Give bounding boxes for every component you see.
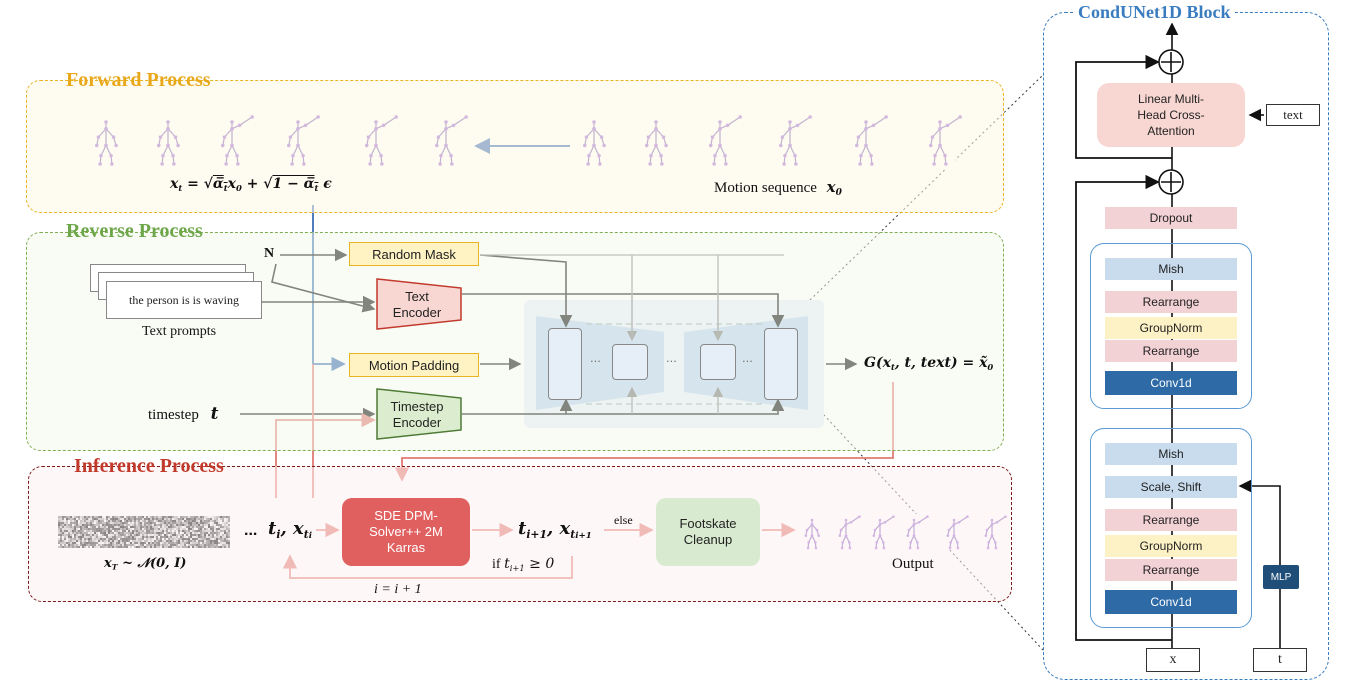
block2-rearrange-2: Rearrange [1105,559,1237,581]
loop-condition: if ti+1 ≥ 0 [492,556,555,573]
block2-rearrange-1: Rearrange [1105,509,1237,531]
unet-input-block [548,328,582,400]
unet-up-block [700,344,736,380]
motion-padding-box: Motion Padding [349,353,479,377]
block1-rearrange-1: Rearrange [1105,291,1237,313]
text-encoder-label: Text Encoder [392,289,442,320]
forward-formula: xt = √α̅tx0 + √1 − α̅t ϵ [170,176,332,193]
motion-sequence-label: Motion sequence x0 [714,178,842,199]
unet-output-block [764,328,798,400]
timestep-encoder-shape [376,388,462,440]
timestep-label: timestep t [148,404,219,424]
text-input-box: text [1266,104,1320,126]
mlp-box: MLP [1263,565,1299,589]
reverse-output-formula: G(xt, t, text) = x̃0 [864,355,994,372]
t-input-box: t [1253,648,1307,672]
output-label: Output [892,556,934,572]
condunet-title: CondUNet1D Block [1074,1,1235,23]
block2-mish: Mish [1105,443,1237,465]
text-prompts-caption: Text prompts [142,324,217,339]
conv-block-2 [1090,428,1252,628]
text-encoder-shape [376,278,462,330]
inference-process-title: Inference Process [74,455,224,477]
text-prompt-card: the person is is waving [106,281,262,319]
n-label: N [264,246,275,261]
unet-ellipsis-2: ... [666,350,677,365]
unet-ellipsis-3: ... [742,350,753,365]
block1-mish: Mish [1105,258,1237,280]
block1-conv1d: Conv1d [1105,371,1237,395]
unet-down-block [612,344,648,380]
conv-block-1 [1090,243,1252,409]
noise-caption: xT ~ 𝒩(0, I) [104,556,187,572]
block1-rearrange-2: Rearrange [1105,340,1237,362]
unet-ellipsis-1: ... [590,350,601,365]
reverse-process-title: Reverse Process [66,220,203,242]
timestep-encoder-label: Timestep Encoder [390,399,444,430]
next-state: ti+1, xti+1 [518,518,592,541]
cross-attention-box: Linear Multi-Head Cross-Attention [1097,83,1245,147]
else-label: else [614,513,633,527]
forward-process-title: Forward Process [66,69,211,91]
current-state: ti, xti [268,518,312,541]
inference-process-panel [28,466,1012,602]
block2-conv1d: Conv1d [1105,590,1237,614]
dropout-box: Dropout [1105,207,1237,229]
block2-scale-shift: Scale, Shift [1105,476,1237,498]
footskate-box: Footskate Cleanup [656,498,760,566]
block2-groupnorm: GroupNorm [1105,535,1237,557]
x-input-box: x [1146,648,1200,672]
solver-box: SDE DPM-Solver++ 2M Karras [342,498,470,566]
inference-ellipsis: ... [244,522,258,539]
random-mask-box: Random Mask [349,242,479,266]
block1-groupnorm: GroupNorm [1105,317,1237,339]
loop-update: i = i + 1 [374,582,422,597]
forward-process-panel [26,80,1004,213]
